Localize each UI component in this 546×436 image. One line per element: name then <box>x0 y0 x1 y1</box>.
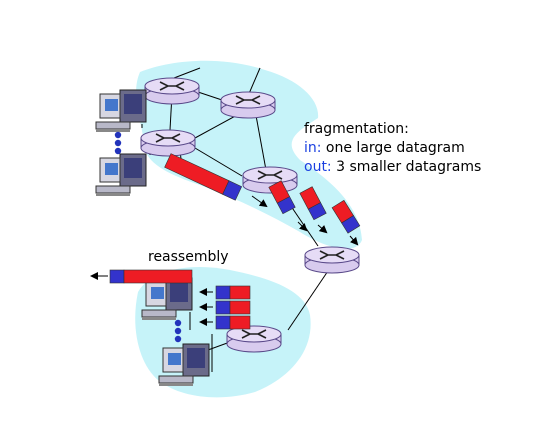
router-icon <box>140 129 196 157</box>
fragmentation-title: fragmentation: <box>304 121 409 137</box>
out-description: 3 smaller datagrams <box>331 159 482 175</box>
fragment-datagram <box>215 285 251 300</box>
vertical-ellipsis-icon <box>174 319 182 343</box>
router-icon <box>220 91 276 119</box>
router-icon <box>226 325 282 353</box>
router-icon <box>144 77 200 105</box>
workstation-icon <box>95 153 147 197</box>
vertical-ellipsis-icon <box>114 131 122 155</box>
fragment-datagram <box>299 186 327 221</box>
fragment-datagram <box>215 315 251 330</box>
reassembled-datagram <box>109 269 193 284</box>
in-keyword: in: <box>304 140 322 156</box>
large-datagram <box>164 153 243 201</box>
fragment-datagram <box>215 300 251 315</box>
fragmentation-in-line: in: one large datagram <box>304 140 465 156</box>
in-description: one large datagram <box>321 140 465 156</box>
fragment-datagram <box>268 180 296 215</box>
fragment-datagram <box>331 199 361 234</box>
workstation-icon <box>95 89 147 133</box>
reassembly-label: reassembly <box>148 249 229 265</box>
fragmentation-out-line: out: 3 smaller datagrams <box>304 159 481 175</box>
router-icon <box>304 246 360 274</box>
out-keyword: out: <box>304 159 332 175</box>
